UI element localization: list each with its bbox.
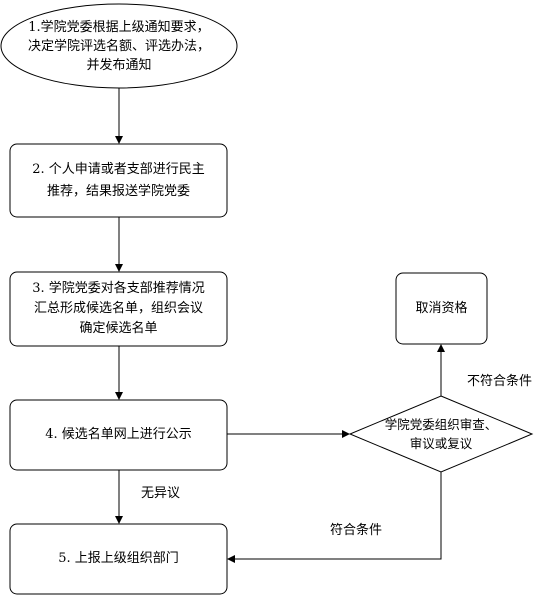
step4-text: 4. 候选名单网上进行公示 (45, 427, 192, 442)
cancel-text: 取消资格 (415, 300, 468, 316)
arrow-review-to-step5 (227, 472, 442, 563)
step1-text: 1.学院党委根据上级通知要求， 决定学院评选名额、评选办法， 并发布通知 (27, 19, 210, 73)
label-qualified: 符合条件 (330, 523, 383, 538)
step3-text: 3. 学院党委对各支部推荐情况 汇总形成候选名单，组织会议 确定候选名单 (32, 281, 205, 336)
review-text: 学院党委组织审查、 审议或复议 (384, 417, 498, 451)
label-no-objection: 无异议 (141, 486, 181, 501)
label-not-qualified: 不符合条件 (467, 374, 533, 389)
step5-text: 5. 上报上级组织部门 (58, 551, 179, 566)
step2-text: 2. 个人申请或者支部进行民主 推荐，结果报送学院党委 (32, 161, 205, 199)
